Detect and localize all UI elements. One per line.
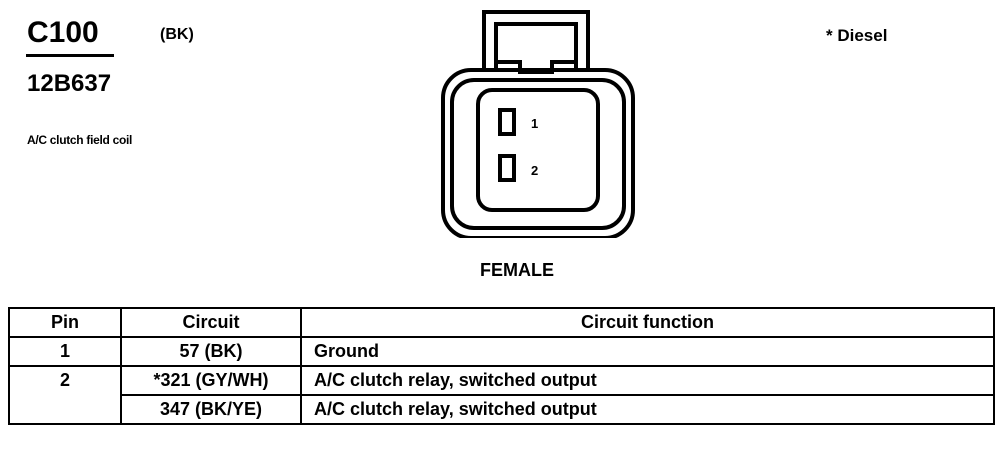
connector-color: (BK): [160, 26, 194, 43]
cavity-label-1: 1: [531, 116, 538, 131]
part-number: 12B637: [27, 70, 112, 97]
header-pin: Pin: [8, 307, 122, 338]
header-circuit-function: Circuit function: [300, 307, 995, 338]
row-circuit: *321 (GY/WH): [120, 365, 302, 396]
connector-cavity-face: [476, 88, 600, 212]
connector-outer-shell: [441, 68, 635, 238]
row-circuit-function: A/C clutch relay, switched output: [300, 394, 995, 425]
connector-id: C100: [27, 16, 99, 49]
connector-inner-shell: [450, 78, 626, 230]
terminal-cavity-2: [498, 154, 516, 182]
header-circuit: Circuit: [120, 307, 302, 338]
component-name: A/C clutch field coil: [27, 133, 133, 147]
table-row: 1 57 (BK) Ground: [8, 336, 995, 367]
table-header-row: Pin Circuit Circuit function: [8, 307, 995, 338]
diesel-note: * Diesel: [826, 26, 888, 45]
connector-face-diagram: 1 2: [441, 10, 635, 238]
row-circuit-function: A/C clutch relay, switched output: [300, 365, 995, 396]
row-circuit: 57 (BK): [120, 336, 302, 367]
locking-tab-inner: [494, 22, 578, 72]
connector-gender: FEMALE: [480, 260, 554, 280]
row-circuit: 347 (BK/YE): [120, 394, 302, 425]
row-pin: 1: [8, 336, 122, 367]
pin-table: Pin Circuit Circuit function 1 57 (BK) G…: [8, 307, 995, 425]
locking-tab-notch: [496, 60, 576, 74]
terminal-cavity-1: [498, 108, 516, 136]
cavity-label-2: 2: [531, 163, 538, 178]
row-pin: 2: [8, 365, 122, 425]
connector-id-underline: [26, 54, 114, 57]
row-circuit-function: Ground: [300, 336, 995, 367]
table-row: 347 (BK/YE) A/C clutch relay, switched o…: [9, 394, 995, 425]
table-row: 2 *321 (GY/WH) A/C clutch relay, switche…: [8, 365, 995, 425]
locking-tab: [482, 10, 590, 72]
